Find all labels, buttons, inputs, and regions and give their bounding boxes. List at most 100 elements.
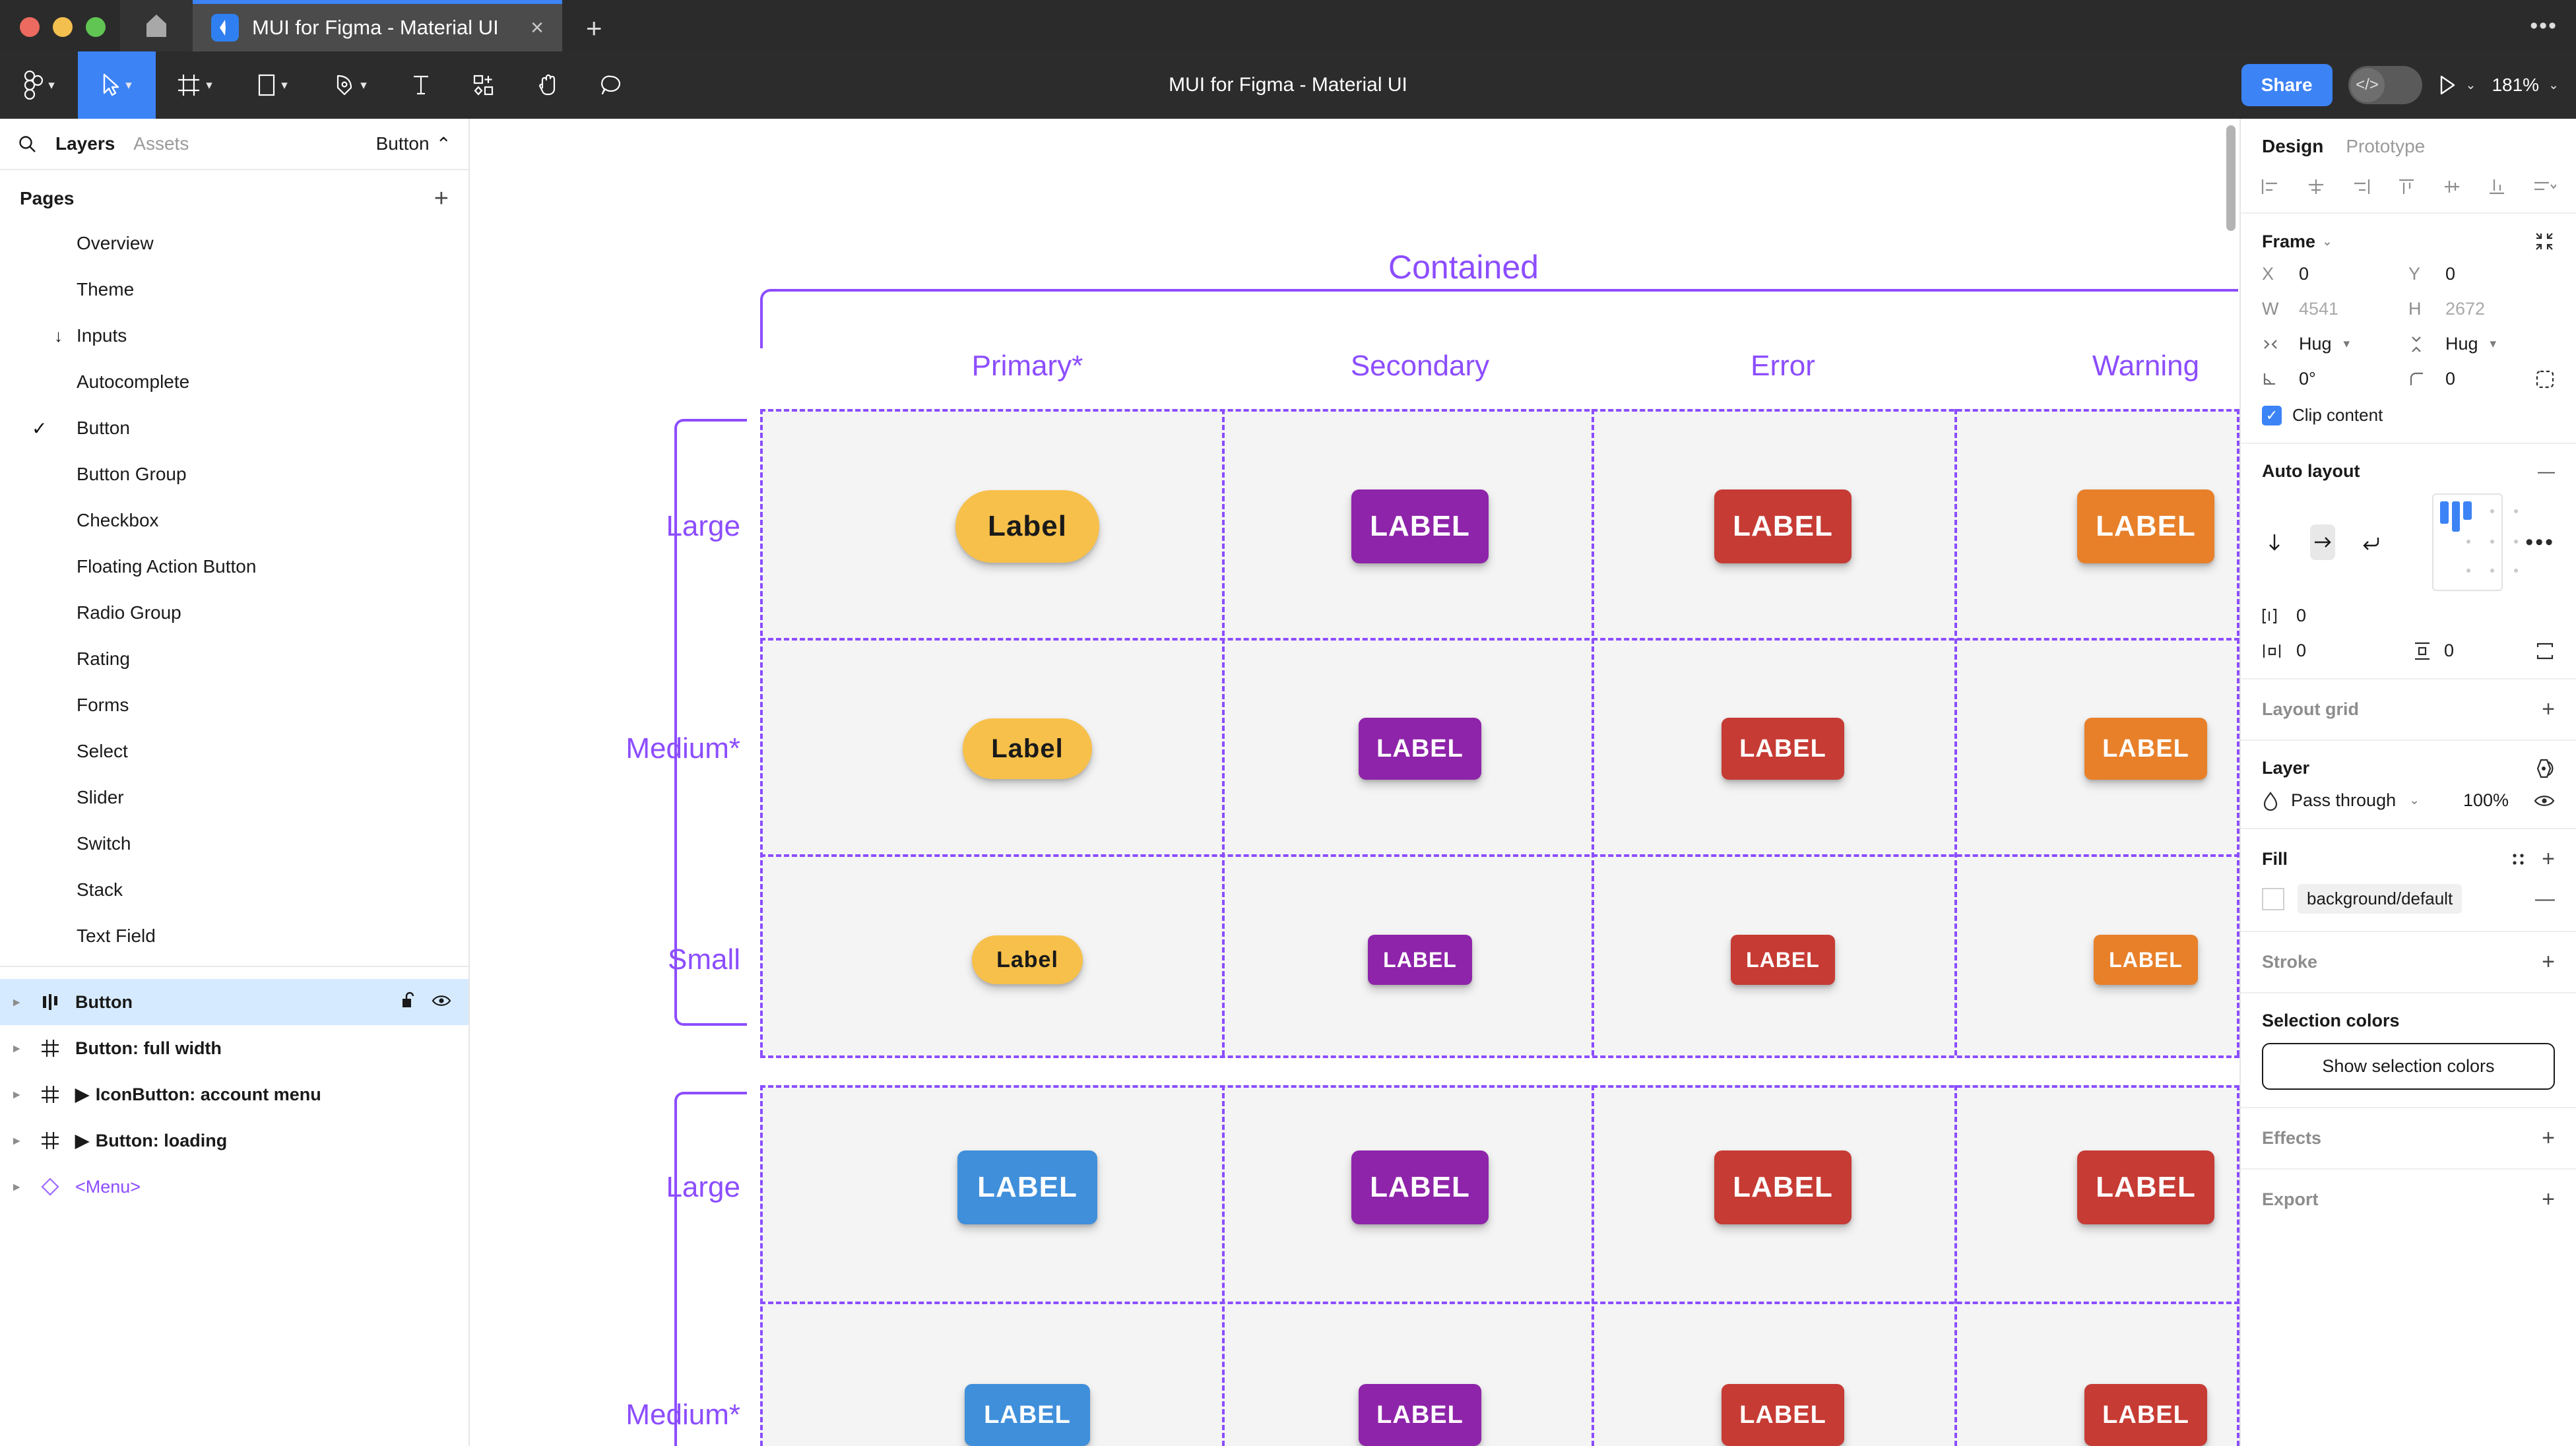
mui-button[interactable]: LABEL <box>1714 489 1852 563</box>
align-bottom-icon[interactable] <box>2487 178 2507 195</box>
chevron-down-icon[interactable]: ⌄ <box>2322 234 2333 249</box>
align-left-icon[interactable] <box>2261 178 2280 195</box>
unlock-icon[interactable] <box>401 991 417 1014</box>
sidebar-item-forms[interactable]: Forms <box>0 682 468 728</box>
minimize-window-button[interactable] <box>53 17 73 37</box>
expand-caret-icon[interactable]: ▸ <box>13 995 20 1009</box>
sidebar-item-button[interactable]: ✓Button <box>0 405 468 451</box>
padding-horizontal-field[interactable]: 0 <box>2262 641 2381 661</box>
mui-button[interactable]: LABEL <box>2077 1150 2214 1224</box>
blend-mode-row[interactable]: Pass through ⌄ 100% <box>2262 790 2555 811</box>
frame-x[interactable]: X 0 <box>2262 264 2408 284</box>
arrow-right-icon[interactable] <box>2309 524 2336 560</box>
comment-tool-icon[interactable] <box>579 51 643 119</box>
new-tab-button[interactable]: + <box>586 13 602 44</box>
share-button[interactable]: Share <box>2241 64 2333 106</box>
mui-button[interactable]: LABEL <box>2084 718 2207 780</box>
fill-color-swatch[interactable] <box>2262 887 2284 910</box>
auto-layout-more-button[interactable]: ••• <box>2525 529 2556 555</box>
wrap-icon[interactable] <box>2358 524 2383 560</box>
add-fill-button[interactable]: + <box>2542 846 2555 871</box>
frame-hug-width[interactable]: Hug ▾ <box>2262 334 2408 354</box>
sidebar-item-slider[interactable]: Slider <box>0 774 468 821</box>
add-layout-grid-button[interactable]: + <box>2542 697 2555 722</box>
mui-button[interactable]: Label <box>955 490 1099 563</box>
remove-fill-button[interactable]: — <box>2535 887 2555 910</box>
sidebar-item-autocomplete[interactable]: Autocomplete <box>0 359 468 405</box>
tab-layers[interactable]: Layers <box>55 133 115 154</box>
show-selection-colors-button[interactable]: Show selection colors <box>2262 1043 2555 1090</box>
maximize-window-button[interactable] <box>86 17 106 37</box>
align-horizontal-center-icon[interactable] <box>2306 178 2326 195</box>
mui-button[interactable]: LABEL <box>2077 489 2214 563</box>
alignment-pad[interactable] <box>2432 493 2519 591</box>
mui-button[interactable]: LABEL <box>1359 718 1481 780</box>
eye-icon[interactable] <box>2534 794 2555 808</box>
opacity-value[interactable]: 100% <box>2463 790 2509 810</box>
layer-row[interactable]: ▸Button: full width <box>0 1025 468 1071</box>
browser-tab[interactable]: MUI for Figma - Material UI × <box>193 0 562 51</box>
mui-button[interactable]: LABEL <box>1722 718 1844 780</box>
zoom-control[interactable]: 181% ⌄ <box>2492 75 2559 96</box>
mui-button[interactable]: LABEL <box>1731 935 1835 985</box>
chevron-down-icon[interactable]: ▾ <box>2490 337 2497 351</box>
variants-icon[interactable] <box>2534 759 2555 778</box>
pen-tool-icon[interactable]: ▾ <box>311 51 389 119</box>
add-export-button[interactable]: + <box>2542 1187 2555 1212</box>
gap-field[interactable]: 0 <box>2262 606 2306 626</box>
add-page-button[interactable]: + <box>434 185 449 212</box>
text-tool-icon[interactable] <box>389 51 453 119</box>
present-button[interactable]: ⌄ <box>2438 75 2476 96</box>
mui-button[interactable]: LABEL <box>1722 1384 1844 1446</box>
mui-button[interactable]: LABEL <box>1368 935 1472 985</box>
mui-button[interactable]: Label <box>972 935 1083 984</box>
search-icon[interactable] <box>17 134 37 154</box>
mui-button[interactable]: LABEL <box>2084 1384 2207 1446</box>
clip-content-checkbox[interactable]: ✓ <box>2262 405 2282 425</box>
independent-corners-icon[interactable] <box>2535 369 2555 389</box>
eye-icon[interactable] <box>432 992 451 1013</box>
align-vertical-center-icon[interactable] <box>2442 178 2462 195</box>
expand-caret-icon[interactable]: ▸ <box>13 1179 20 1194</box>
close-window-button[interactable] <box>20 17 40 37</box>
sidebar-item-inputs[interactable]: ↓Inputs <box>0 313 468 359</box>
sidebar-item-checkbox[interactable]: Checkbox <box>0 497 468 544</box>
hand-tool-icon[interactable] <box>516 51 579 119</box>
chevron-down-icon[interactable]: ⌄ <box>2465 78 2476 92</box>
fill-token-name[interactable]: background/default <box>2298 884 2463 914</box>
chevron-down-icon[interactable]: ▾ <box>2343 337 2350 351</box>
window-controls[interactable] <box>0 17 120 51</box>
frame-rotation[interactable]: 0° <box>2262 369 2408 389</box>
sidebar-item-theme[interactable]: Theme <box>0 267 468 313</box>
mui-button[interactable]: LABEL <box>1351 1150 1489 1224</box>
add-stroke-button[interactable]: + <box>2542 949 2555 974</box>
styles-icon[interactable] <box>2510 851 2527 868</box>
layer-row[interactable]: ▸▶IconButton: account menu <box>0 1071 468 1117</box>
dev-mode-toggle[interactable]: </> <box>2348 66 2422 104</box>
chevron-down-icon[interactable]: ⌄ <box>2409 794 2420 807</box>
figma-menu-icon[interactable]: ▾ <box>0 51 78 119</box>
arrow-down-icon[interactable] <box>2262 524 2288 560</box>
mui-button[interactable]: LABEL <box>2094 935 2198 985</box>
frame-h[interactable]: H 2672 <box>2408 299 2555 319</box>
expand-caret-icon[interactable]: ▸ <box>13 1041 20 1055</box>
frame-hug-height[interactable]: Hug ▾ <box>2408 334 2555 354</box>
mui-button[interactable]: Label <box>963 718 1092 779</box>
sidebar-item-radio-group[interactable]: Radio Group <box>0 590 468 636</box>
browser-menu-button[interactable]: ••• <box>2530 13 2558 38</box>
canvas-scrollbar[interactable] <box>2226 125 2236 231</box>
shape-tool-icon[interactable]: ▾ <box>234 51 311 119</box>
mui-button[interactable]: LABEL <box>957 1150 1097 1224</box>
sidebar-item-switch[interactable]: Switch <box>0 821 468 867</box>
add-effect-button[interactable]: + <box>2542 1125 2555 1150</box>
home-icon[interactable] <box>120 0 193 51</box>
clip-content-row[interactable]: ✓ Clip content <box>2262 405 2555 425</box>
frame-tool-icon[interactable]: ▾ <box>156 51 234 119</box>
tab-assets[interactable]: Assets <box>133 133 189 154</box>
tab-design[interactable]: Design <box>2262 136 2324 156</box>
sidebar-item-rating[interactable]: Rating <box>0 636 468 682</box>
layer-row[interactable]: ▸▶Button: loading <box>0 1117 468 1164</box>
tab-prototype[interactable]: Prototype <box>2346 136 2426 156</box>
move-tool-icon[interactable]: ▾ <box>78 51 156 119</box>
